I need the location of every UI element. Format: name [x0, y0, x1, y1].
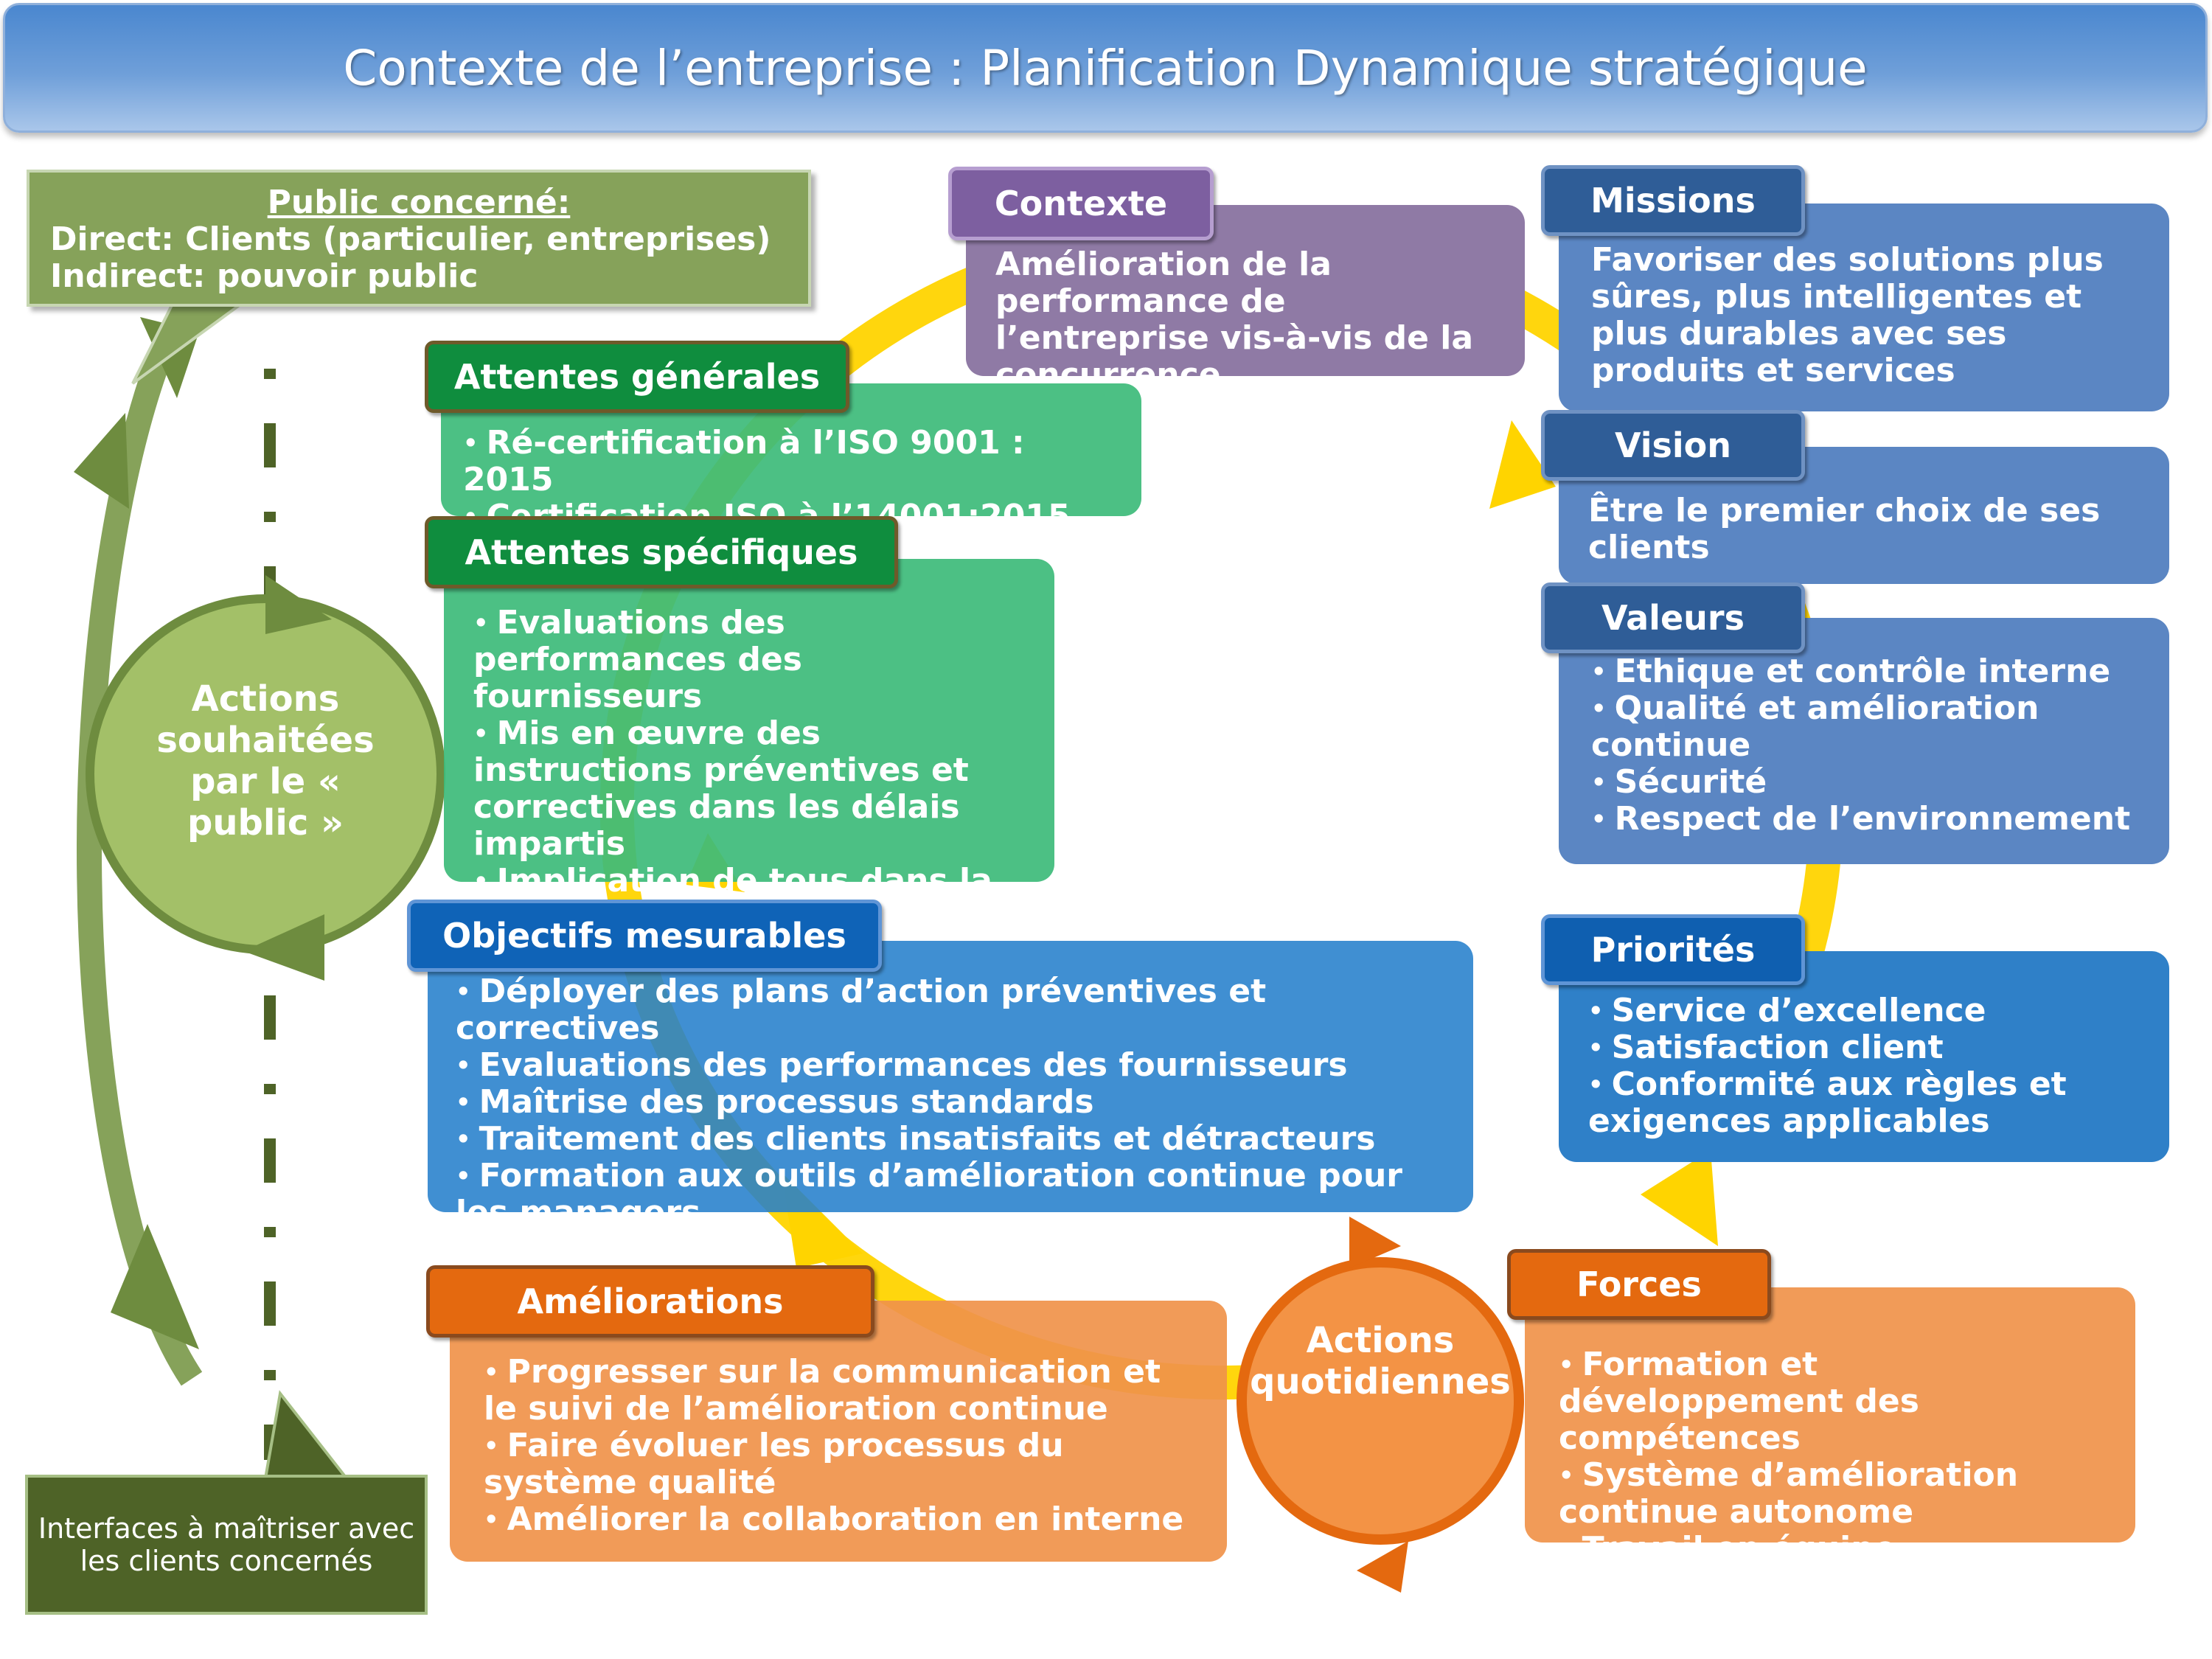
objectifs-tab: Objectifs mesurables: [407, 900, 882, 972]
forces-tab: Forces: [1507, 1249, 1771, 1320]
ameliorations-box: Progresser sur la communication et le su…: [450, 1301, 1227, 1562]
attentes-specifiques-box: Evaluations des performances des fournis…: [444, 559, 1054, 936]
priorites-item: Satisfaction client: [1588, 1029, 2140, 1066]
public-concerne-box: Public concerné: Direct: Clients (partic…: [27, 170, 811, 307]
forces-item: Formation et développement des compétenc…: [1559, 1346, 2106, 1457]
yellow-arrowhead-right: [1489, 420, 1556, 509]
valeurs-box: Ethique et contrôle interne Qualité et a…: [1559, 618, 2169, 864]
attentes-specifiques-list: Evaluations des performances des fournis…: [473, 605, 1032, 936]
missions-tab: Missions: [1541, 165, 1805, 236]
quotidiennes-arrow-bottom: [1357, 1541, 1408, 1593]
vision-text: Être le premier choix de ses clients: [1588, 492, 2101, 566]
forces-box: Formation et développement des compétenc…: [1525, 1287, 2135, 1568]
public-direct: Direct: Clients (particulier, entreprise…: [50, 220, 771, 258]
ameliorations-tab: Améliorations: [426, 1265, 874, 1338]
ameliorations-list: Progresser sur la communication et le su…: [484, 1354, 1197, 1538]
attentes-specifiques-title: Attentes spécifiques: [465, 532, 858, 572]
green-arrowhead-left-bottom: [111, 1224, 199, 1349]
attentes-generales-tab: Attentes générales: [425, 341, 849, 413]
interfaces-label: Interfaces à maîtriser avec les clients …: [38, 1512, 415, 1577]
missions-box: Favoriser des solutions plus sûres, plus…: [1559, 204, 2169, 411]
valeurs-item: Ethique et contrôle interne: [1591, 653, 2140, 690]
interfaces-box: Interfaces à maîtriser avec les clients …: [25, 1475, 428, 1615]
page-title: Contexte de l’entreprise : Planification…: [343, 39, 1868, 97]
public-title: Public concerné:: [267, 184, 571, 221]
forces-title: Forces: [1576, 1265, 1702, 1304]
public-box-pointer: [131, 301, 248, 385]
ameliorations-item: Améliorer la collaboration en interne: [484, 1501, 1197, 1538]
priorites-list: Service d’excellence Satisfaction client…: [1588, 992, 2140, 1140]
forces-list: Formation et développement des compétenc…: [1559, 1346, 2106, 1568]
attentes-specifiques-tab: Attentes spécifiques: [425, 516, 898, 588]
priorites-tab: Priorités: [1541, 914, 1805, 985]
ameliorations-item: Faire évoluer les processus du système q…: [484, 1427, 1197, 1501]
title-bar: Contexte de l’entreprise : Planification…: [3, 3, 2208, 133]
objectifs-title: Objectifs mesurables: [442, 916, 846, 956]
actions-public-label: Actions souhaitées par le « public »: [156, 678, 375, 844]
actions-public-arrow-top: [265, 575, 332, 634]
contexte-text: Amélioration de la performance de l’entr…: [995, 246, 1474, 394]
valeurs-title: Valeurs: [1601, 598, 1745, 638]
valeurs-tab: Valeurs: [1541, 582, 1805, 653]
valeurs-list: Ethique et contrôle interne Qualité et a…: [1591, 653, 2140, 838]
attentes-specifiques-item: Mis en œuvre des instructions préventive…: [473, 715, 1032, 863]
valeurs-item: Qualité et amélioration continue: [1591, 690, 2140, 764]
actions-quotidiennes-label: Actions quotidiennes: [1250, 1320, 1511, 1402]
forces-item: Système d’amélioration continue autonome: [1559, 1457, 2106, 1531]
objectifs-box: Déployer des plans d’action préventives …: [428, 941, 1473, 1231]
actions-quotidiennes-circle: [1237, 1257, 1524, 1545]
attentes-generales-title: Attentes générales: [453, 357, 821, 397]
green-arrowhead-left-top: [74, 413, 129, 509]
priorites-title: Priorités: [1590, 930, 1756, 970]
contexte-tab: Contexte: [948, 167, 1214, 240]
priorites-item: Service d’excellence: [1588, 992, 2140, 1029]
objectifs-item: Formation aux outils d’amélioration cont…: [456, 1158, 1444, 1231]
valeurs-item: Sécurité: [1591, 764, 2140, 801]
objectifs-item: Evaluations des performances des fournis…: [456, 1047, 1444, 1084]
objectifs-list: Déployer des plans d’action préventives …: [456, 973, 1444, 1231]
missions-title: Missions: [1590, 181, 1756, 220]
valeurs-item: Respect de l’environnement: [1591, 801, 2140, 838]
missions-text: Favoriser des solutions plus sûres, plus…: [1591, 241, 2104, 389]
ameliorations-item: Progresser sur la communication et le su…: [484, 1354, 1197, 1427]
priorites-box: Service d’excellence Satisfaction client…: [1559, 951, 2169, 1162]
attentes-generales-item: Ré-certification à l’ISO 9001 : 2015: [463, 425, 1112, 498]
attentes-specifiques-item: Evaluations des performances des fournis…: [473, 605, 1032, 715]
objectifs-item: Maîtrise des processus standards: [456, 1084, 1444, 1121]
contexte-title: Contexte: [994, 184, 1168, 223]
actions-public-arrow-bottom: [243, 914, 324, 981]
ameliorations-title: Améliorations: [517, 1281, 784, 1321]
public-indirect: Indirect: pouvoir public: [50, 257, 479, 295]
vision-tab: Vision: [1541, 410, 1805, 481]
vision-title: Vision: [1614, 425, 1732, 465]
forces-item: Travail en équipe: [1559, 1531, 2106, 1568]
objectifs-item: Traitement des clients insatisfaits et d…: [456, 1121, 1444, 1158]
objectifs-item: Déployer des plans d’action préventives …: [456, 973, 1444, 1047]
interfaces-box-pointer: [263, 1390, 350, 1480]
priorites-item: Conformité aux règles et exigences appli…: [1588, 1066, 2140, 1140]
yellow-arrowhead-bottom-right: [1641, 1150, 1718, 1246]
